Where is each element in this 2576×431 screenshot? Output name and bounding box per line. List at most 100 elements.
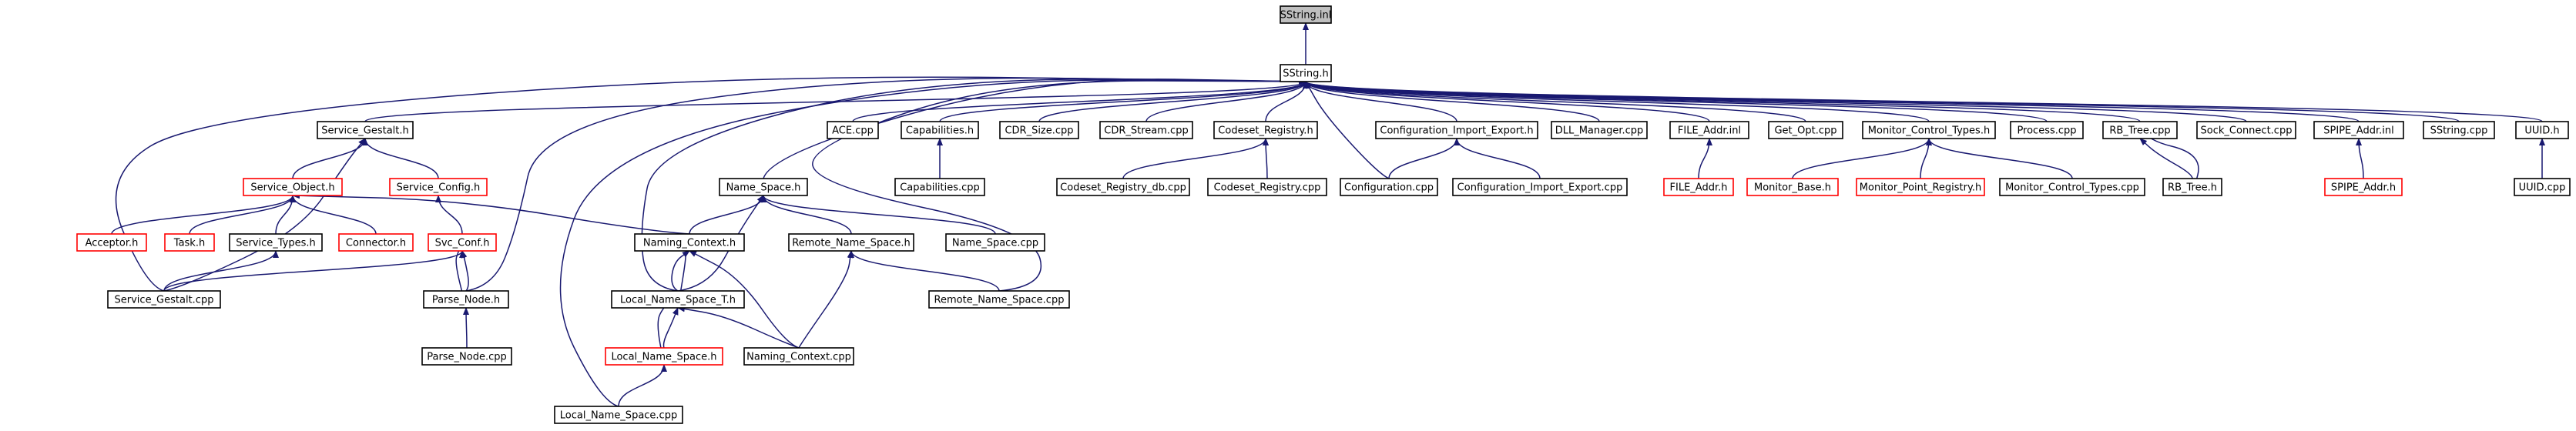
node-capabilities-h[interactable]: Capabilities.h <box>901 121 979 139</box>
node-service-object-h[interactable]: Service_Object.h <box>243 178 343 196</box>
node-capabilities-cpp[interactable]: Capabilities.cpp <box>894 178 985 196</box>
node-label: Naming_Context.cpp <box>746 352 851 363</box>
node-naming-context-h[interactable]: Naming_Context.h <box>634 233 745 252</box>
edge-service_types_h-to-service_object_h <box>275 195 296 235</box>
node-label: Configuration.cpp <box>1344 182 1434 194</box>
node-box <box>605 347 723 366</box>
node-box <box>2423 121 2495 139</box>
node-service-config-h[interactable]: Service_Config.h <box>389 178 488 196</box>
edge-cdr_stream_cpp-to-sstring_h <box>1145 81 1309 122</box>
node-label: Naming_Context.h <box>643 238 736 249</box>
node-box <box>719 178 808 196</box>
node-monitor-control-types-cpp[interactable]: Monitor_Control_Types.cpp <box>1999 178 2145 196</box>
node-spipe-addr-h[interactable]: SPIPE_Addr.h <box>2324 178 2403 196</box>
edge-rb_tree_h-to-rb_tree_cpp <box>2139 138 2193 179</box>
node-uuid-h[interactable]: UUID.h <box>2515 121 2569 139</box>
node-file-addr-h[interactable]: FILE_Addr.h <box>1663 178 1734 196</box>
node-box <box>1856 178 1985 196</box>
node-sstring-h[interactable]: SString.h <box>1280 64 1332 82</box>
node-box <box>928 290 1070 309</box>
node-monitor-control-types-h[interactable]: Monitor_Control_Types.h <box>1862 121 1996 139</box>
node-box <box>1375 121 1538 139</box>
node-label: Service_Gestalt.cpp <box>115 295 214 306</box>
node-monitor-point-registry-h[interactable]: Monitor_Point_Registry.h <box>1856 178 1985 196</box>
node-label: Parse_Node.h <box>432 295 500 306</box>
node-service-types-h[interactable]: Service_Types.h <box>229 233 323 252</box>
node-label: Service_Object.h <box>250 182 334 194</box>
node-naming-context-cpp[interactable]: Naming_Context.cpp <box>743 347 854 366</box>
edge-task_h-to-service_object_h <box>189 195 296 235</box>
node-parse-node-cpp[interactable]: Parse_Node.cpp <box>421 347 512 366</box>
node-name-space-h[interactable]: Name_Space.h <box>719 178 808 196</box>
node-box <box>945 233 1045 252</box>
node-box <box>164 233 215 252</box>
node-label: CDR_Size.cpp <box>1005 125 1073 137</box>
node-box <box>634 233 745 252</box>
node-svc-conf-h[interactable]: Svc_Conf.h <box>428 233 497 252</box>
node-label: Sock_Connect.cpp <box>2201 125 2293 137</box>
edge-spipe_addr_h-to-spipe_addr_inl <box>2356 138 2364 179</box>
node-ace-cpp[interactable]: ACE.cpp <box>827 121 879 139</box>
edge-naming_context_h-to-name_space_h <box>689 195 766 235</box>
node-service-gestalt-cpp[interactable]: Service_Gestalt.cpp <box>107 290 221 309</box>
node-service-gestalt-h[interactable]: Service_Gestalt.h <box>317 121 414 139</box>
node-local-name-space-h[interactable]: Local_Name_Space.h <box>605 347 723 366</box>
edge-service_gestalt_cpp-to-svc_conf_h <box>163 250 465 292</box>
node-label: RB_Tree.h <box>2168 182 2217 194</box>
edge-sstring_cpp-to-sstring_h <box>1303 81 2460 122</box>
node-box <box>107 290 221 309</box>
node-configuration-cpp[interactable]: Configuration.cpp <box>1340 178 1438 196</box>
node-rb-tree-h[interactable]: RB_Tree.h <box>2162 178 2222 196</box>
node-config-import-export-cpp[interactable]: Configuration_Import_Export.cpp <box>1452 178 1628 196</box>
node-task-h[interactable]: Task.h <box>164 233 215 252</box>
node-label: SString.inl <box>1280 10 1332 22</box>
node-parse-node-h[interactable]: Parse_Node.h <box>423 290 509 309</box>
node-cdr-stream-cpp[interactable]: CDR_Stream.cpp <box>1099 121 1193 139</box>
edge-config_import_export_h-to-sstring_h <box>1303 81 1457 122</box>
edge-service_config_h-to-service_gestalt_h <box>362 138 439 179</box>
node-process-cpp[interactable]: Process.cpp <box>2010 121 2084 139</box>
node-box <box>428 233 497 252</box>
node-label: Get_Opt.cpp <box>1774 125 1836 137</box>
node-acceptor-h[interactable]: Acceptor.h <box>76 233 147 252</box>
node-spipe-addr-inl[interactable]: SPIPE_Addr.inl <box>2313 121 2404 139</box>
node-box <box>901 121 979 139</box>
node-rb-tree-cpp[interactable]: RB_Tree.cpp <box>2102 121 2178 139</box>
node-monitor-base-h[interactable]: Monitor_Base.h <box>1746 178 1839 196</box>
node-label: Remote_Name_Space.h <box>792 238 911 249</box>
node-box <box>743 347 854 366</box>
edge-parse_node_h-to-sstring_h <box>465 77 1306 292</box>
node-codeset-registry-h[interactable]: Codeset_Registry.h <box>1213 121 1318 139</box>
node-label: Task.h <box>173 238 205 249</box>
node-codeset-registry-cpp[interactable]: Codeset_Registry.cpp <box>1207 178 1327 196</box>
edge-remote_name_space_cpp-to-sstring_h <box>812 78 1306 292</box>
node-sstring-cpp[interactable]: SString.cpp <box>2423 121 2495 139</box>
node-remote-name-space-cpp[interactable]: Remote_Name_Space.cpp <box>928 290 1070 309</box>
node-label: SString.h <box>1283 68 1328 80</box>
node-local-name-space-cpp[interactable]: Local_Name_Space.cpp <box>554 406 683 424</box>
edge-spipe_addr_inl-to-sstring_h <box>1303 81 2360 122</box>
node-cdr-size-cpp[interactable]: CDR_Size.cpp <box>999 121 1079 139</box>
node-uuid-cpp[interactable]: UUID.cpp <box>2514 178 2571 196</box>
node-file-addr-inl[interactable]: FILE_Addr.inl <box>1669 121 1749 139</box>
node-label: SPIPE_Addr.h <box>2331 182 2396 194</box>
node-box <box>2010 121 2084 139</box>
node-label: Monitor_Base.h <box>1754 182 1831 194</box>
node-sock-connect-cpp[interactable]: Sock_Connect.cpp <box>2196 121 2296 139</box>
node-name-space-cpp[interactable]: Name_Space.cpp <box>945 233 1045 252</box>
edge-codeset_registry_cpp-to-codeset_registry_h <box>1263 138 1270 179</box>
node-label: Monitor_Control_Types.cpp <box>2005 182 2139 194</box>
node-get-opt-cpp[interactable]: Get_Opt.cpp <box>1768 121 1843 139</box>
node-config-import-export-h[interactable]: Configuration_Import_Export.h <box>1375 121 1538 139</box>
edge-file_addr_h-to-file_addr_inl <box>1698 138 1712 179</box>
node-box <box>788 233 914 252</box>
node-box <box>2162 178 2222 196</box>
node-box <box>423 290 509 309</box>
node-local-name-space-t-h[interactable]: Local_Name_Space_T.h <box>611 290 745 309</box>
node-codeset-registry-db-cpp[interactable]: Codeset_Registry_db.cpp <box>1056 178 1190 196</box>
node-dll-manager-cpp[interactable]: DLL_Manager.cpp <box>1551 121 1648 139</box>
node-label: Codeset_Registry.h <box>1218 125 1313 137</box>
edge-monitor_base_h-to-monitor_control_types_h <box>1792 138 1932 179</box>
node-connector-h[interactable]: Connector.h <box>338 233 414 252</box>
node-remote-name-space-h[interactable]: Remote_Name_Space.h <box>788 233 914 252</box>
